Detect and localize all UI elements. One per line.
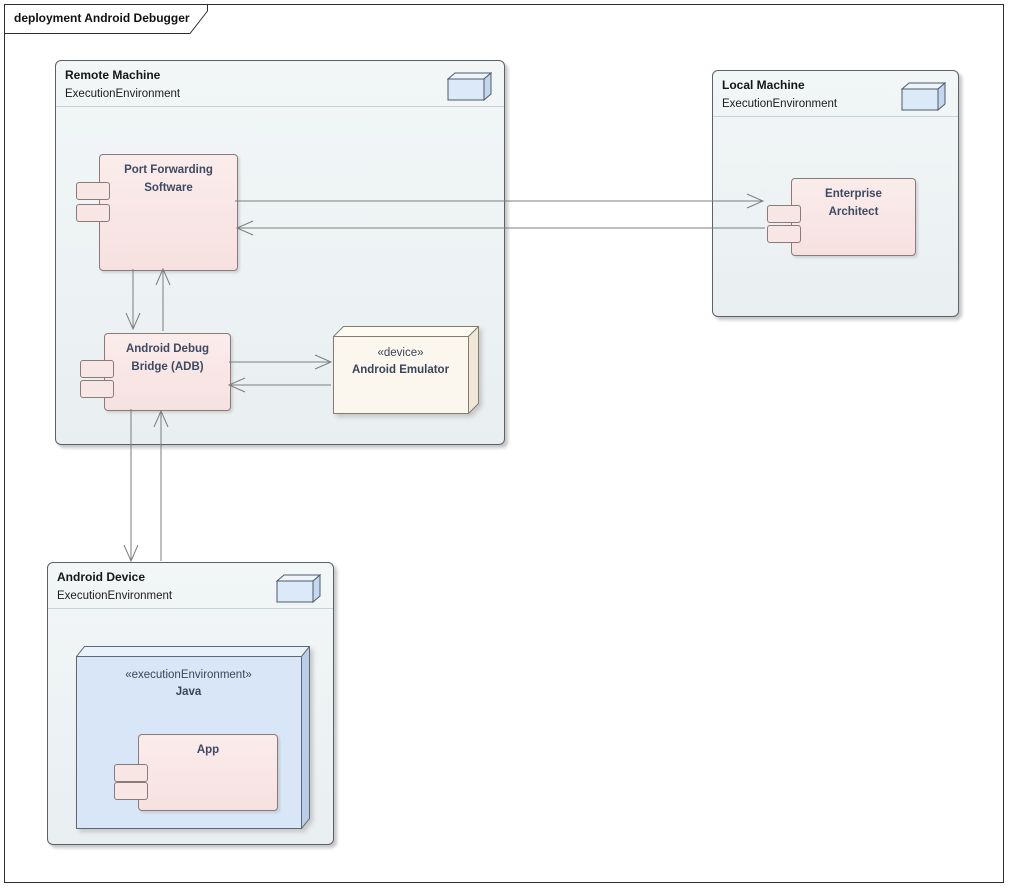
node-local-machine: Local Machine ExecutionEnvironment Enter… [712,70,959,317]
node-android-emulator [333,326,479,414]
diagram-frame [4,4,1004,883]
stereotype-text: «executionEnvironment» [125,669,252,681]
execution-environment-cube-icon [276,574,321,603]
execution-environment-cube-icon [901,82,946,111]
node-name-text: Android Emulator [351,364,450,376]
node-name-text: Java [175,686,202,698]
header-divider [48,608,333,609]
stereotype-text: «device» [377,347,424,359]
component-label: Android Debug Bridge (ADB) [125,343,210,373]
component-port-tab-icon [767,225,801,243]
android-emulator-label: «device» Android Emulator [333,345,468,379]
node-remote-machine: Remote Machine ExecutionEnvironment Port… [55,60,505,445]
component-enterprise-architect: Enterprise Architect [767,178,916,256]
component-port-tab-icon [767,205,801,223]
component-port-tab-icon [114,764,148,782]
java-node-label: «executionEnvironment» Java [76,667,301,701]
component-port-tab-icon [80,380,114,398]
android-device-stereotype: ExecutionEnvironment [57,590,173,602]
diagram-title: deployment Android Debugger [14,11,190,25]
diagram-frame-tab [4,4,208,34]
local-machine-stereotype: ExecutionEnvironment [722,98,838,110]
component-app: App [114,734,278,811]
component-label: Enterprise Architect [825,188,882,218]
android-device-title: Android Device [57,570,146,584]
remote-machine-stereotype: ExecutionEnvironment [65,88,181,100]
component-port-tab-icon [80,360,114,378]
component-port-tab-icon [76,182,110,200]
component-port-tab-icon [114,782,148,800]
remote-machine-title: Remote Machine [65,68,161,82]
component-port-tab-icon [76,204,110,222]
component-label: Port Forwarding Software [124,164,213,194]
component-label: App [196,744,220,756]
header-divider [713,116,958,117]
component-port-forwarding-software: Port Forwarding Software [76,154,238,271]
execution-environment-cube-icon [447,72,492,101]
header-divider [56,106,504,107]
local-machine-title: Local Machine [722,78,805,92]
node-android-device: Android Device ExecutionEnvironment «exe… [47,562,334,845]
component-android-debug-bridge: Android Debug Bridge (ADB) [80,333,231,411]
